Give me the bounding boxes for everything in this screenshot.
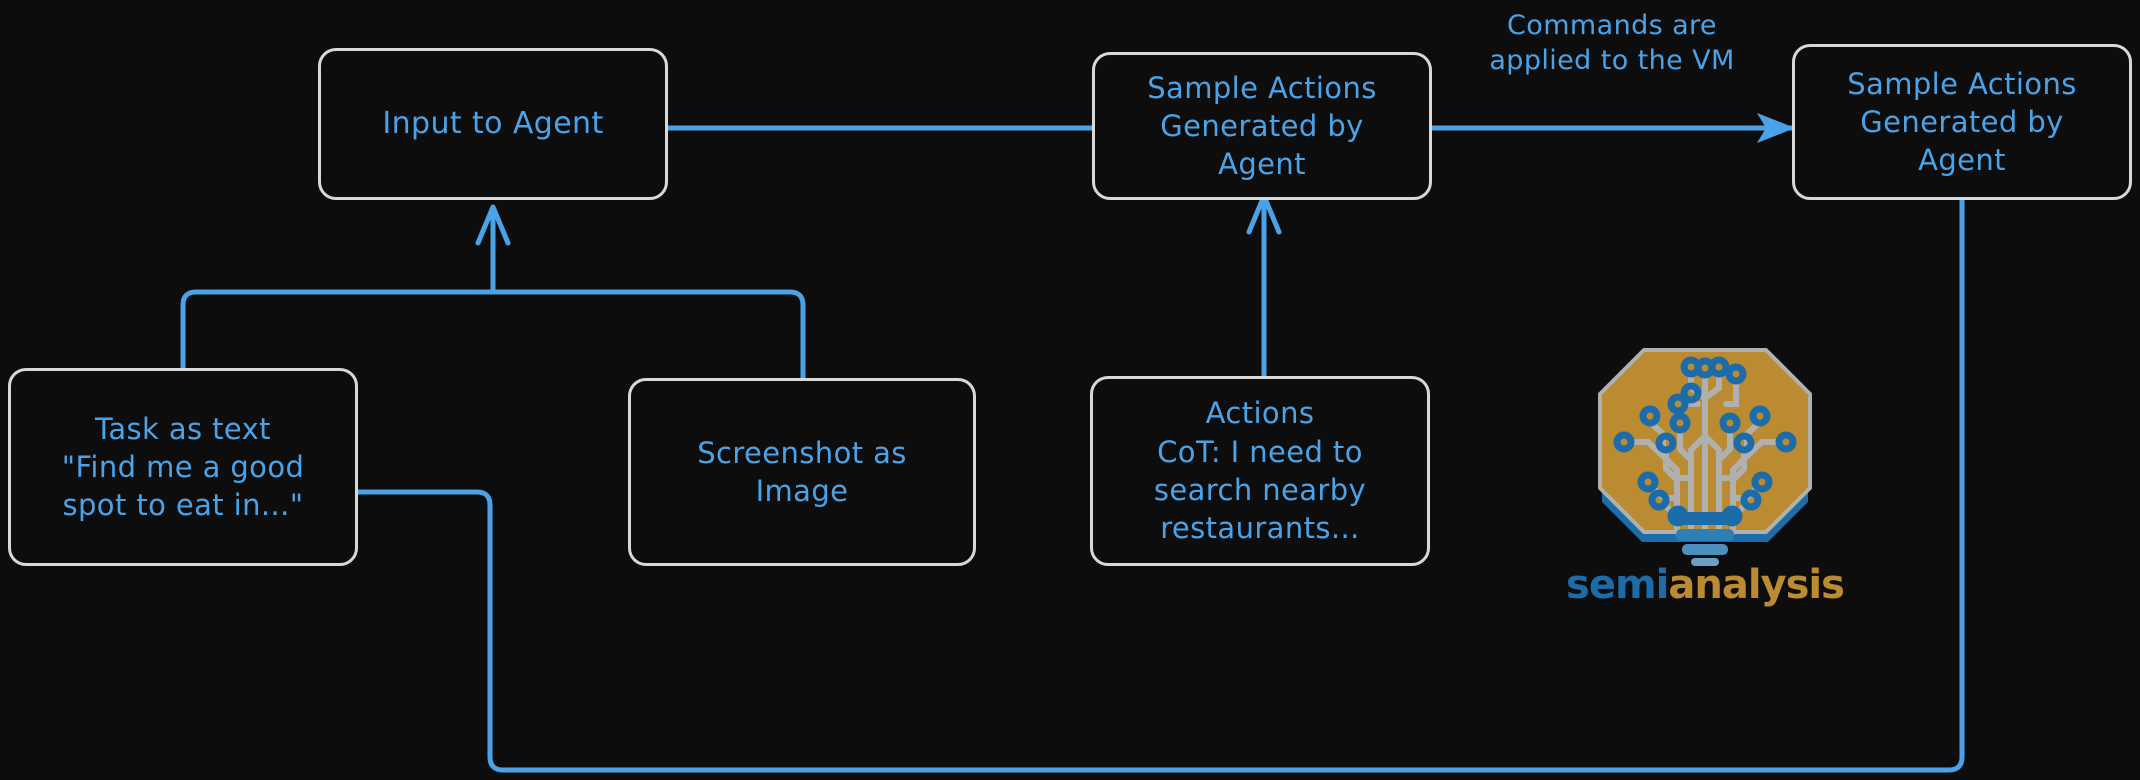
semianalysis-logo: semianalysis: [1560, 330, 1850, 630]
node-screenshot-as-image[interactable]: Screenshot as Image: [628, 378, 976, 566]
arrowhead-into-right-box: [1757, 113, 1795, 143]
arrowhead-into-sampleactions-mid: [1246, 193, 1282, 235]
node-actions-cot[interactable]: Actions CoT: I need to search nearby res…: [1090, 376, 1430, 566]
semianalysis-wordmark: semianalysis: [1560, 562, 1850, 608]
node-task-as-text-label: Task as text "Find me a good spot to eat…: [61, 411, 305, 523]
wordmark-analysis: analysis: [1668, 562, 1845, 608]
node-sample-actions-right[interactable]: Sample Actions Generated by Agent: [1792, 44, 2132, 200]
node-sample-actions-middle[interactable]: Sample Actions Generated by Agent: [1092, 52, 1432, 200]
node-sample-actions-right-label: Sample Actions Generated by Agent: [1847, 66, 2077, 178]
arrowhead-into-input-to-agent: [475, 204, 511, 246]
edge-label-commands-applied-to-vm: Commands are applied to the VM: [1489, 10, 1735, 77]
node-input-to-agent[interactable]: Input to Agent: [318, 48, 668, 200]
circuit-tree-octagon-icon: [1598, 348, 1812, 566]
node-screenshot-as-image-label: Screenshot as Image: [697, 435, 907, 508]
node-task-as-text[interactable]: Task as text "Find me a good spot to eat…: [8, 368, 358, 566]
node-sample-actions-middle-label: Sample Actions Generated by Agent: [1147, 70, 1377, 182]
node-actions-cot-label: Actions CoT: I need to search nearby res…: [1153, 396, 1367, 546]
node-input-to-agent-label: Input to Agent: [382, 106, 604, 142]
wordmark-semi: semi: [1566, 562, 1669, 608]
